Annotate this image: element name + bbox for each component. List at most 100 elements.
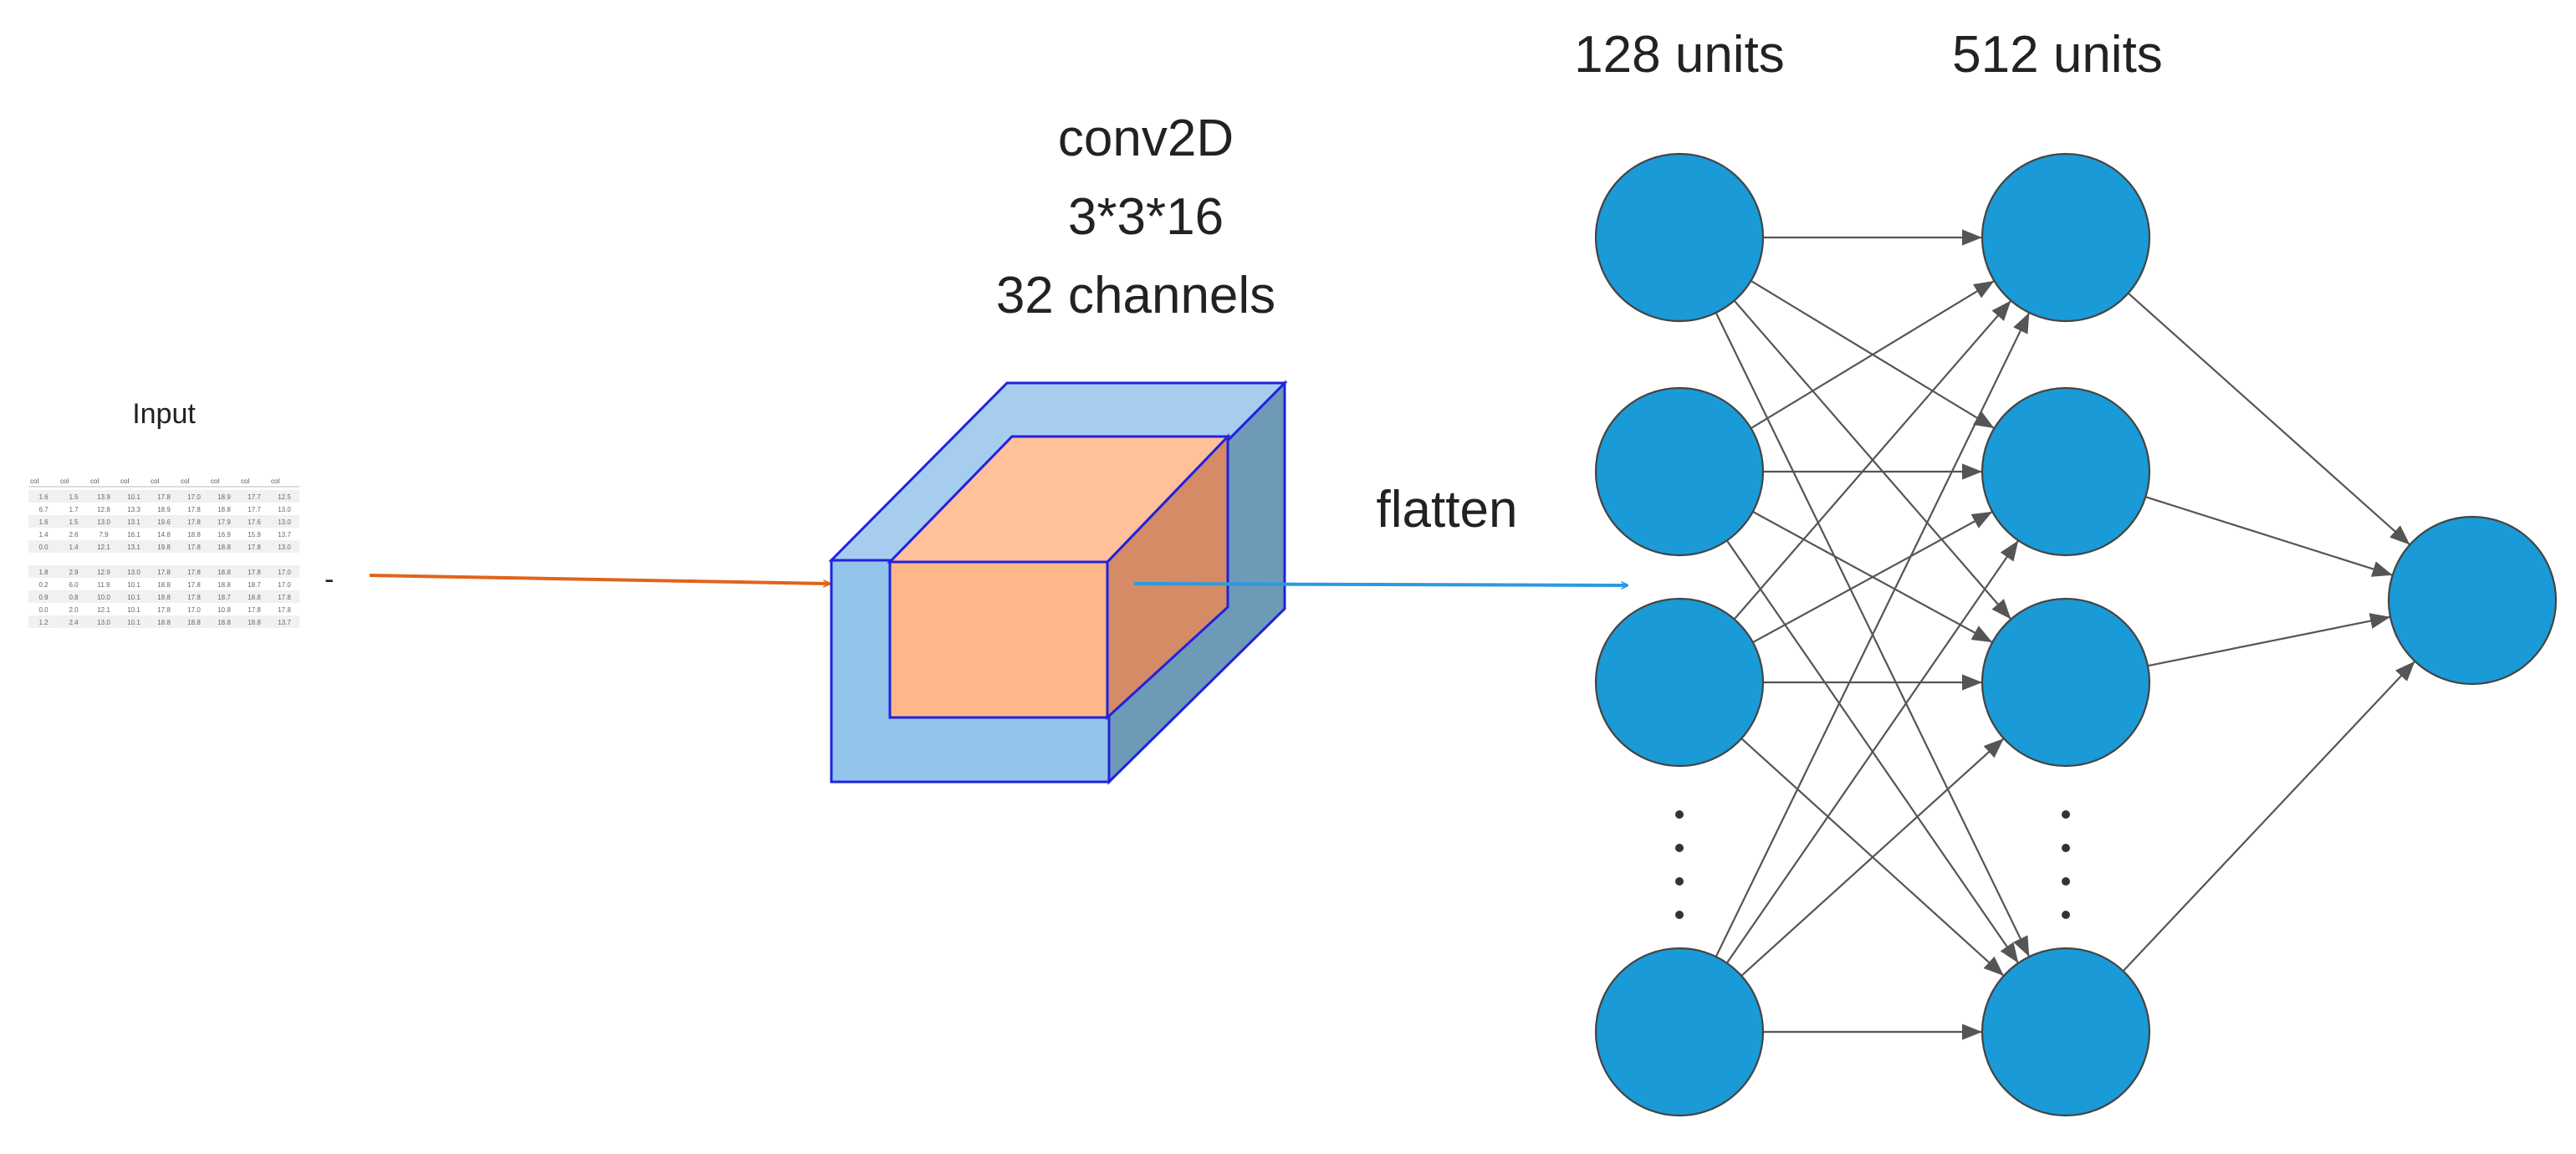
input-table-header-cell: col [181,477,189,485]
input-table-cell: 17.8 [187,594,201,601]
input-table-cell: 13.7 [278,531,291,539]
input-table-cell: 18.8 [217,581,231,589]
input-table-cell: 17.8 [248,544,261,551]
input-table-cell: 18.8 [248,619,261,626]
input-table-cell: 6.0 [69,581,79,589]
connection-line [1752,510,1993,644]
input-table-cell: 7.9 [99,531,109,539]
input-table-cell: 12.1 [97,606,110,614]
input-table-cell: 1.4 [38,531,49,539]
input-table-cell: 17.8 [278,606,291,614]
input-table-cell: 10.0 [97,594,110,601]
input-table-cell: 0.2 [38,581,49,589]
input-table-cell: 1.5 [69,493,79,501]
layer2-ellipsis [2062,810,2070,919]
input-table-cell: 0.9 [38,594,49,601]
input-table-cell: 13.0 [278,544,291,551]
layer1-node [1594,947,1765,1117]
input-table-cell: 12.9 [97,569,110,576]
input-table-cell: 17.8 [248,569,261,576]
connection-line [2144,496,2394,577]
input-table-cell: 17.0 [278,569,291,576]
input-table-cell: 17.8 [187,518,201,526]
input-table-cell: 0.0 [38,606,49,614]
input-table-cell: 17.8 [187,581,201,589]
layer1-node [1594,386,1765,557]
input-table-header-cell: col [30,477,38,485]
input-table-cell: 17.8 [157,606,171,614]
connection-line [1750,279,1996,430]
output-node [2387,515,2558,686]
input-table-header-cell: col [60,477,69,485]
conv-kernel-size: 3*3*16 [1068,188,1224,246]
connection-line [2127,292,2411,546]
input-table-cell: 17.0 [278,581,291,589]
input-table-cell: 13.7 [278,619,291,626]
connection-line [1733,299,2012,620]
input-table-cell: 13.0 [97,518,110,526]
input-table-cell: 17.8 [187,506,201,513]
layer2-node [1981,152,2151,323]
input-table-cell: 18.8 [157,594,171,601]
input-table-cell: 18.8 [187,531,201,539]
input-table-cell: 19.6 [157,518,171,526]
conv-inner-front-face [888,560,1109,719]
layer2-node [1981,597,2151,768]
input-table-cell: 13.1 [127,518,141,526]
layer1-node [1594,152,1765,323]
conv-title: conv2D [1058,110,1234,167]
connection-line [2147,613,2391,667]
input-table-cell: 17.7 [248,493,261,501]
input-table-cell: 16.1 [127,531,141,539]
input-table-cell: 18.8 [187,619,201,626]
input-table-cell: 13.3 [127,506,141,513]
layer-128-label: 128 units [1574,26,1785,84]
network-nodes [1594,152,2558,1117]
input-table-cell: 0.8 [69,594,79,601]
input-table-cell: 17.9 [217,518,231,526]
input-table-cell: 13.1 [127,544,141,551]
layer1-node [1594,597,1765,768]
input-table-header-cell: col [90,477,99,485]
layer2-node [1981,947,2151,1117]
input-table-header-cell: col [271,477,279,485]
connection-line [1715,312,2031,957]
input-table-cell: 17.8 [187,569,201,576]
flatten-label: flatten [1377,481,1518,539]
input-table-cell: 18.8 [157,619,171,626]
input-table-cell: 1.6 [38,518,49,526]
input-table-cell: 0.0 [38,544,49,551]
input-table-cell: 18.8 [217,619,231,626]
input-label: Input [132,398,196,430]
flatten-arrow [1133,584,1628,585]
input-table-cell: 12.5 [278,493,291,501]
connection-line [1740,738,2005,977]
input-table-cell: 10.1 [127,619,141,626]
input-table-cell: 18.9 [217,493,231,501]
input-table-cell: 17.8 [248,606,261,614]
input-table-header-cell: col [120,477,129,485]
input-table-cell: 16.9 [217,531,231,539]
input-table-cell: 17.0 [187,606,201,614]
input-table-cell: 13.0 [278,518,291,526]
layer2-node [1981,386,2151,557]
input-table-cell: 15.9 [248,531,261,539]
input-table-cell: 17.7 [248,506,261,513]
input-table-cell: 18.8 [217,506,231,513]
layer1-ellipsis [1675,810,1684,919]
input-table-cell: 6.7 [38,506,49,513]
input-table-cell: 19.8 [157,544,171,551]
input-table-cell: 10.1 [127,493,141,501]
input-table-cell: 17.0 [187,493,201,501]
connection-line [2122,661,2416,972]
input-table-cell: 10.1 [127,581,141,589]
input-table-cell: 2.0 [69,606,79,614]
input-table-cell: 2.4 [69,619,79,626]
input-table-cell: 10.8 [217,606,231,614]
input-table-cell: 17.8 [278,594,291,601]
input-table-cell: 1.5 [69,518,79,526]
input-table-header-cell: col [151,477,159,485]
input-table-cell: 18.8 [217,544,231,551]
